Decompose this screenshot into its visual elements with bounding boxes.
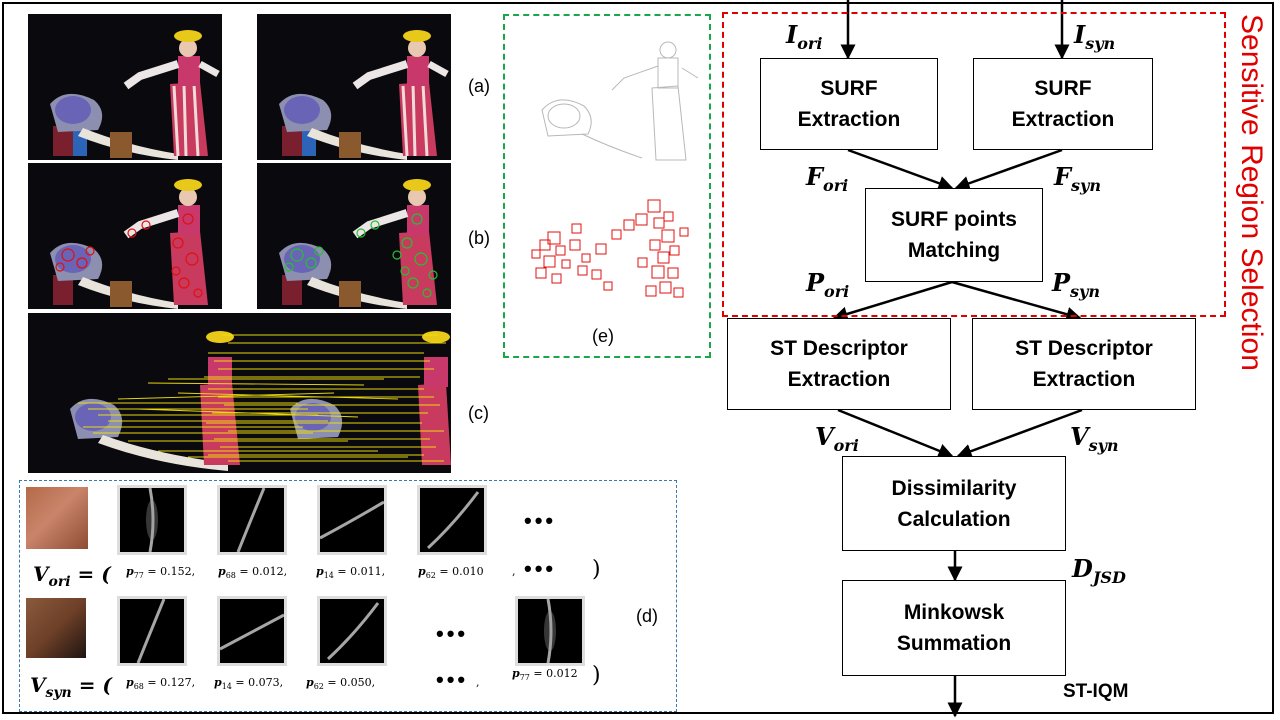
prob-syn-4: p77 = 0.012 <box>512 667 578 683</box>
label-i-syn: Isyn <box>1074 20 1116 53</box>
spectrum-ori-14 <box>320 488 384 552</box>
prob-syn-2: p14 = 0.073, <box>214 676 284 692</box>
panel-label-e: (e) <box>592 326 614 346</box>
prob-ori-4: p62 = 0.010 <box>418 565 484 581</box>
st-descriptor-ori-box: ST Descriptor Extraction <box>727 318 951 410</box>
clown-scene-c-matches <box>70 331 451 471</box>
photo-a-original <box>28 14 222 160</box>
spectrum-ori-62 <box>420 488 484 552</box>
comma-syn: , <box>476 676 480 689</box>
sensitive-region-label: Sensitive Region Selection <box>1235 14 1268 371</box>
label-i-ori: Iori <box>786 20 823 53</box>
panel-d-border <box>19 480 677 712</box>
label-p-ori: Pori <box>806 268 850 301</box>
prob-ori-2: p68 = 0.012, <box>218 565 288 581</box>
spectrum-syn-68 <box>120 599 184 663</box>
label-v-syn: Vsyn <box>1070 422 1119 455</box>
spectrum-syn-14 <box>220 599 284 663</box>
spectrum-syn-62 <box>320 599 384 663</box>
ellipsis-ori-spectra: ••• <box>524 508 557 533</box>
panel-e-dashed-border <box>503 14 711 358</box>
close-paren-syn: ) <box>592 663 601 688</box>
surf-matching-box: SURF points Matching <box>865 188 1043 282</box>
dissimilarity-calculation-box: Dissimilarity Calculation <box>842 456 1066 551</box>
surf-extraction-ori-box: SURF Extraction <box>760 58 938 150</box>
panel-label-a: (a) <box>468 76 490 96</box>
clown-scene-b-right <box>279 179 438 309</box>
prob-ori-3: p14 = 0.011, <box>316 565 386 581</box>
minkowski-summation-box: Minkowsk Summation <box>842 580 1066 676</box>
patch-ori <box>26 487 88 549</box>
label-f-ori: Fori <box>806 162 849 195</box>
ellipsis-ori-values: ••• <box>524 556 557 581</box>
close-paren-ori: ) <box>592 557 601 582</box>
prob-syn-3: p62 = 0.050, <box>306 676 376 692</box>
sensitive-region-dashed-border <box>722 12 1226 317</box>
ellipsis-syn-values: ••• <box>436 667 469 692</box>
label-d-jsd: DJSD <box>1072 554 1126 587</box>
photo-b-original-points <box>28 163 222 309</box>
prob-ori-1: p77 = 0.152, <box>126 565 196 581</box>
st-descriptor-syn-box: ST Descriptor Extraction <box>972 318 1196 410</box>
panel-label-c: (c) <box>468 403 489 423</box>
panel-label-b: (b) <box>468 228 490 248</box>
v-ori-prefix: Vori = ( <box>33 562 111 590</box>
spectrum-ori-77 <box>120 488 184 552</box>
surf-extraction-syn-box: SURF Extraction <box>973 58 1153 150</box>
label-f-syn: Fsyn <box>1054 162 1101 195</box>
prob-syn-1: p68 = 0.127, <box>126 676 196 692</box>
panel-e-sensitive-points <box>512 170 704 320</box>
photo-c-matched-points <box>28 313 451 473</box>
label-p-syn: Psyn <box>1052 268 1100 301</box>
v-syn-prefix: Vsyn = ( <box>30 673 112 701</box>
panel-e-edge-map <box>512 18 704 168</box>
spectrum-syn-77 <box>518 599 582 663</box>
photo-b-synthesized-points <box>257 163 451 309</box>
output-st-iqm: ST-IQM <box>1063 681 1129 702</box>
photo-a-synthesized <box>257 14 451 160</box>
comma-ori: , <box>512 565 516 578</box>
ellipsis-syn-spectra: ••• <box>436 621 469 646</box>
clown-scene-a-right <box>279 30 449 160</box>
edge-map-sketch <box>541 41 699 161</box>
label-v-ori: Vori <box>815 422 859 455</box>
red-keypoint-squares <box>531 199 689 298</box>
clown-scene-b-left <box>50 179 208 309</box>
clown-scene-a-left <box>50 30 220 160</box>
patch-syn <box>26 598 86 658</box>
panel-label-d: (d) <box>636 606 658 626</box>
spectrum-ori-68 <box>220 488 284 552</box>
